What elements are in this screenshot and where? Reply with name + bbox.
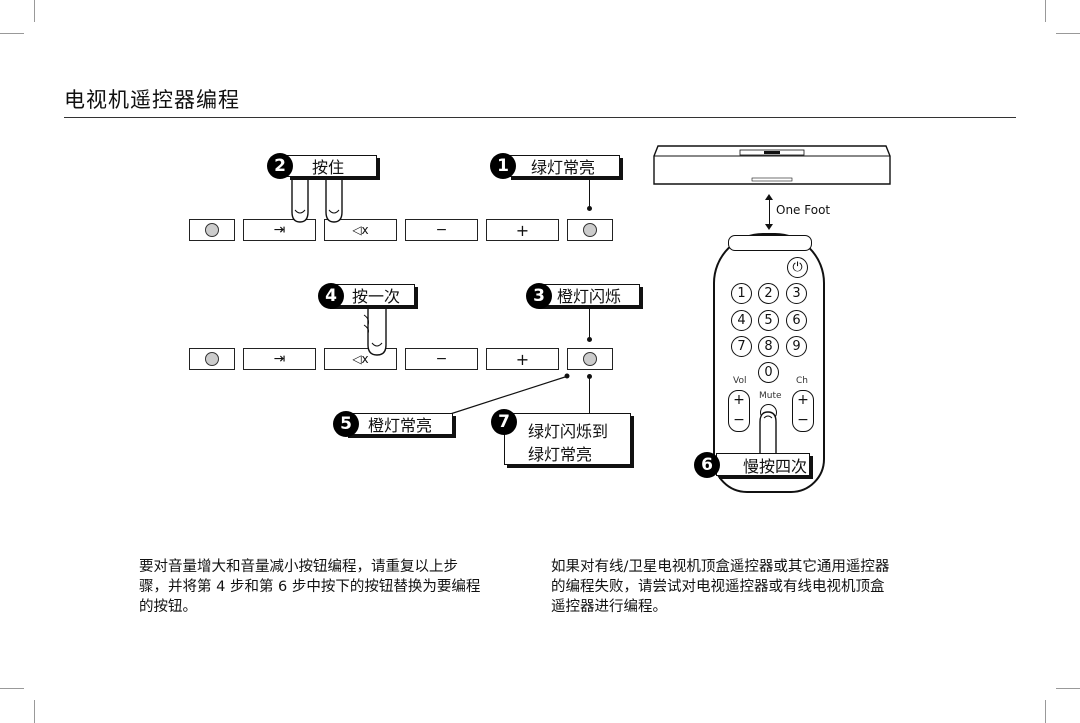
plus-icon: + — [515, 220, 530, 240]
connector-dot — [587, 206, 592, 211]
minus-icon: − — [435, 222, 448, 238]
step-3-callout: 橙灯闪烁 — [536, 284, 640, 306]
crop-mark — [34, 0, 35, 22]
connector-line — [589, 376, 590, 416]
led-indicator-left — [189, 348, 235, 370]
led-icon — [205, 223, 219, 237]
remote-digit-7: 7 — [731, 336, 752, 357]
minus-icon: − — [733, 412, 745, 428]
remote-digit-2: 2 — [758, 283, 779, 304]
finger-press-icon — [291, 178, 343, 223]
step-7-number: 7 — [491, 409, 517, 435]
step-7-callout: 绿灯闪烁到 绿灯常亮 — [504, 413, 631, 465]
step-3-label: 橙灯闪烁 — [557, 287, 622, 306]
title-divider — [64, 117, 1016, 118]
mute-icon: ◁x — [352, 223, 369, 237]
arrow-down-icon — [765, 224, 773, 230]
finger-press-icon — [363, 305, 387, 356]
step-7-line-1: 绿灯闪烁到 — [528, 422, 609, 441]
input-icon: ⇥ — [273, 351, 286, 367]
remote-ir-window — [728, 235, 812, 251]
remote-digit-8: 8 — [758, 336, 779, 357]
crop-mark — [0, 688, 24, 689]
volume-up-button: + — [486, 219, 559, 241]
volume-up-button: + — [486, 348, 559, 370]
led-icon — [583, 223, 597, 237]
remote-digit-6: 6 — [786, 310, 807, 331]
step-6-label: 慢按四次 — [743, 456, 808, 476]
step-1-number: 1 — [490, 153, 516, 179]
mute-label: Mute — [759, 391, 782, 401]
remote-digit-3: 3 — [786, 283, 807, 304]
input-button: ⇥ — [243, 219, 316, 241]
crop-mark — [0, 33, 24, 34]
remote-digit-1: 1 — [731, 283, 752, 304]
volume-down-button: − — [405, 348, 478, 370]
minus-icon: − — [797, 412, 809, 428]
ch-label: Ch — [796, 376, 808, 386]
plus-icon: + — [733, 392, 745, 408]
instruction-paragraph-left: 要对音量增大和音量减小按钮编程，请重复以上步 骤，并将第 4 步和第 6 步中按… — [139, 559, 481, 615]
step-2-number: 2 — [267, 153, 293, 179]
crop-mark — [34, 700, 35, 723]
connector-line — [589, 307, 590, 339]
minus-icon: − — [435, 351, 448, 367]
led-indicator-left — [189, 219, 235, 241]
distance-label: One Foot — [776, 203, 831, 217]
step-2-label: 按住 — [312, 158, 345, 177]
volume-rocker: + − — [728, 390, 750, 432]
mute-icon: ◁x — [352, 352, 369, 366]
step-5-number: 5 — [333, 411, 359, 437]
step-4-number: 4 — [318, 283, 344, 309]
step-3-number: 3 — [526, 283, 552, 309]
step-5-label: 橙灯常亮 — [368, 416, 433, 435]
step-4-label: 按一次 — [352, 287, 401, 306]
channel-rocker: + − — [792, 390, 814, 432]
plus-icon: + — [515, 349, 530, 369]
remote-digit-5: 5 — [758, 310, 779, 331]
plus-icon: + — [797, 392, 809, 408]
finger-press-icon — [759, 411, 777, 454]
step-1-callout: 绿灯常亮 — [508, 155, 620, 177]
mute-button: ◁x — [324, 219, 397, 241]
led-indicator-right — [567, 219, 613, 241]
input-button: ⇥ — [243, 348, 316, 370]
step-5-callout: 橙灯常亮 — [345, 413, 453, 435]
connector-dot — [587, 374, 592, 379]
soundbar-illustration — [653, 145, 891, 185]
crop-mark — [1056, 688, 1080, 689]
volume-down-button: − — [405, 219, 478, 241]
step-6-number: 6 — [694, 452, 720, 478]
step-1-label: 绿灯常亮 — [531, 158, 596, 177]
led-icon — [205, 352, 219, 366]
connector-line — [443, 373, 570, 417]
power-icon: ⏻ — [787, 257, 808, 278]
remote-digit-4: 4 — [731, 310, 752, 331]
remote-digit-0: 0 — [758, 362, 779, 383]
distance-arrow — [769, 198, 770, 226]
page-title: 电视机遥控器编程 — [64, 88, 240, 112]
led-icon — [583, 352, 597, 366]
connector-dot — [587, 337, 592, 342]
crop-mark — [1056, 33, 1080, 34]
input-icon: ⇥ — [273, 222, 286, 238]
connector-line — [589, 178, 590, 208]
arrow-up-icon — [765, 194, 773, 200]
crop-mark — [1045, 0, 1046, 22]
step-6-callout: 慢按四次 — [716, 453, 810, 476]
led-indicator-right — [567, 348, 613, 370]
instruction-paragraph-right: 如果对有线/卫星电视机顶盒遥控器或其它通用遥控器 的编程失败，请尝试对电视遥控器… — [551, 559, 890, 615]
step-2-callout: 按住 — [287, 155, 377, 177]
step-4-callout: 按一次 — [327, 284, 415, 306]
vol-label: Vol — [733, 376, 747, 386]
remote-digit-9: 9 — [786, 336, 807, 357]
crop-mark — [1045, 700, 1046, 723]
step-7-line-2: 绿灯常亮 — [528, 445, 593, 464]
